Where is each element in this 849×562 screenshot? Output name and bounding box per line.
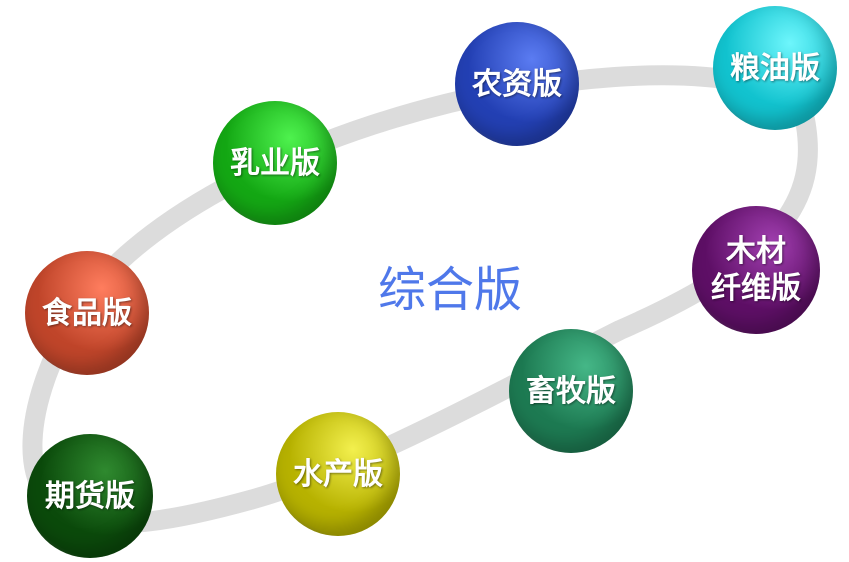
node-food-label: 食品版 [42,295,132,331]
node-agri-label: 农资版 [472,66,562,102]
node-futures[interactable]: 期货版 [27,434,153,558]
node-wood-fiber-label: 木材 纤维版 [711,234,801,306]
node-grain-oil-label: 粮油版 [730,50,820,86]
node-food[interactable]: 食品版 [25,251,149,375]
center-label: 综合版 [377,262,522,318]
node-wood-fiber[interactable]: 木材 纤维版 [692,206,820,334]
node-dairy[interactable]: 乳业版 [213,101,337,225]
node-aquatic-label: 水产版 [293,456,383,492]
node-livestock-label: 畜牧版 [526,373,616,409]
node-agri[interactable]: 农资版 [455,22,579,146]
node-aquatic[interactable]: 水产版 [276,412,400,536]
node-livestock[interactable]: 畜牧版 [509,329,633,453]
node-dairy-label: 乳业版 [230,145,320,181]
node-grain-oil[interactable]: 粮油版 [713,6,837,130]
node-futures-label: 期货版 [45,478,135,514]
